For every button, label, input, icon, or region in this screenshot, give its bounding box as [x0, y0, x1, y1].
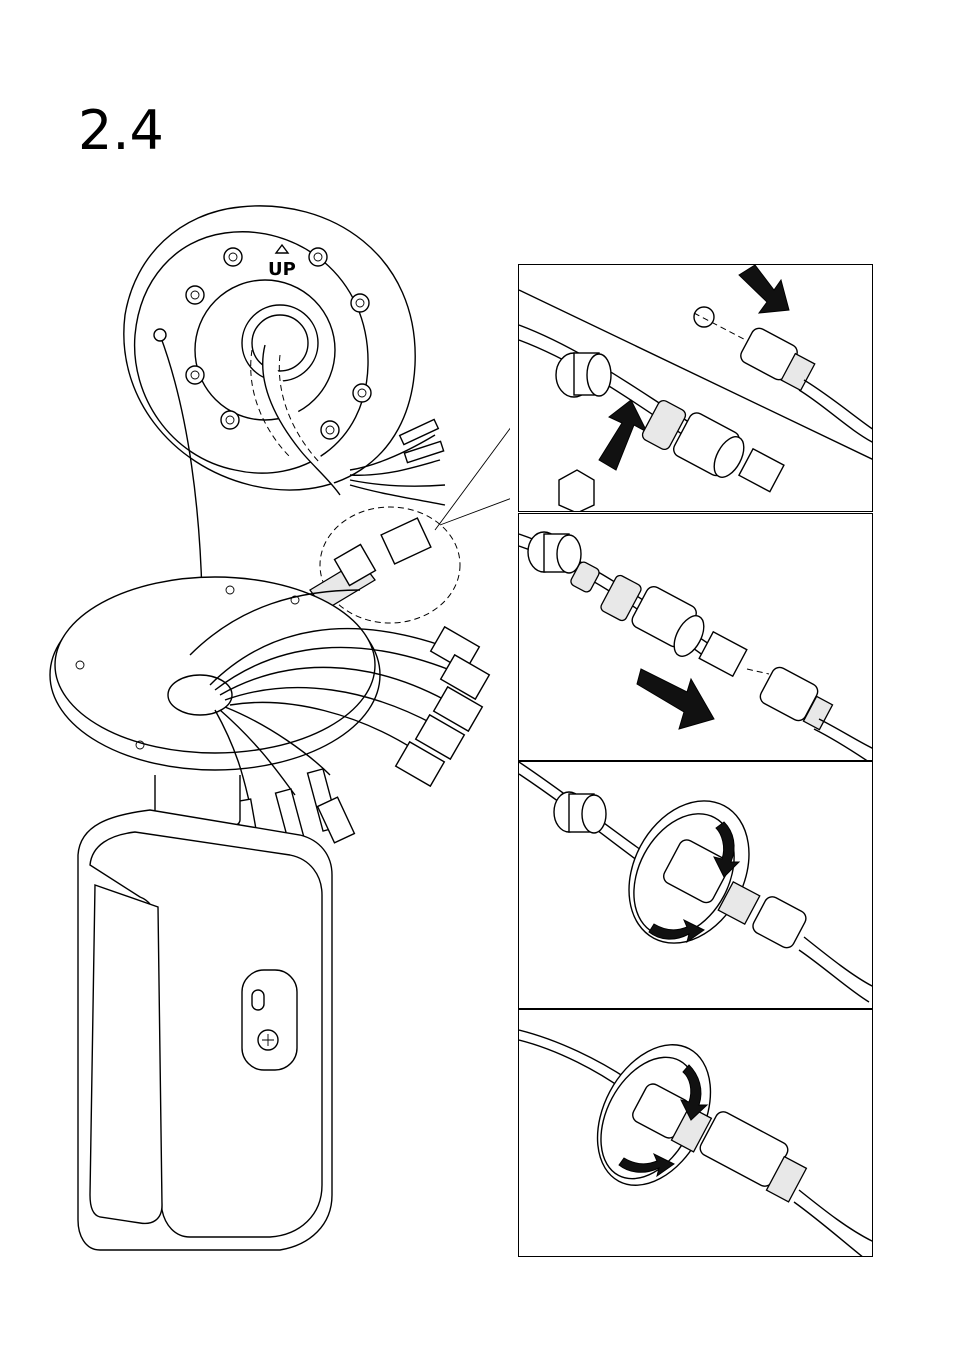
push-arrow-icon: [637, 669, 714, 729]
junction-box-icon: UP: [124, 206, 415, 495]
up-mark: UP: [268, 259, 296, 280]
detail-panel-4: [518, 1009, 873, 1257]
detail-panel-2: [518, 513, 873, 761]
step-number: 2.4: [78, 104, 164, 158]
push-arrow-icon: [599, 400, 647, 470]
base-plate-icon: [50, 577, 380, 770]
camera-mount-illustration: UP: [40, 195, 510, 1265]
camera-body-icon: [78, 810, 332, 1250]
detail-panel-3: [518, 761, 873, 1009]
push-arrow-icon: [739, 265, 789, 313]
detail-panel-1: [518, 264, 873, 512]
